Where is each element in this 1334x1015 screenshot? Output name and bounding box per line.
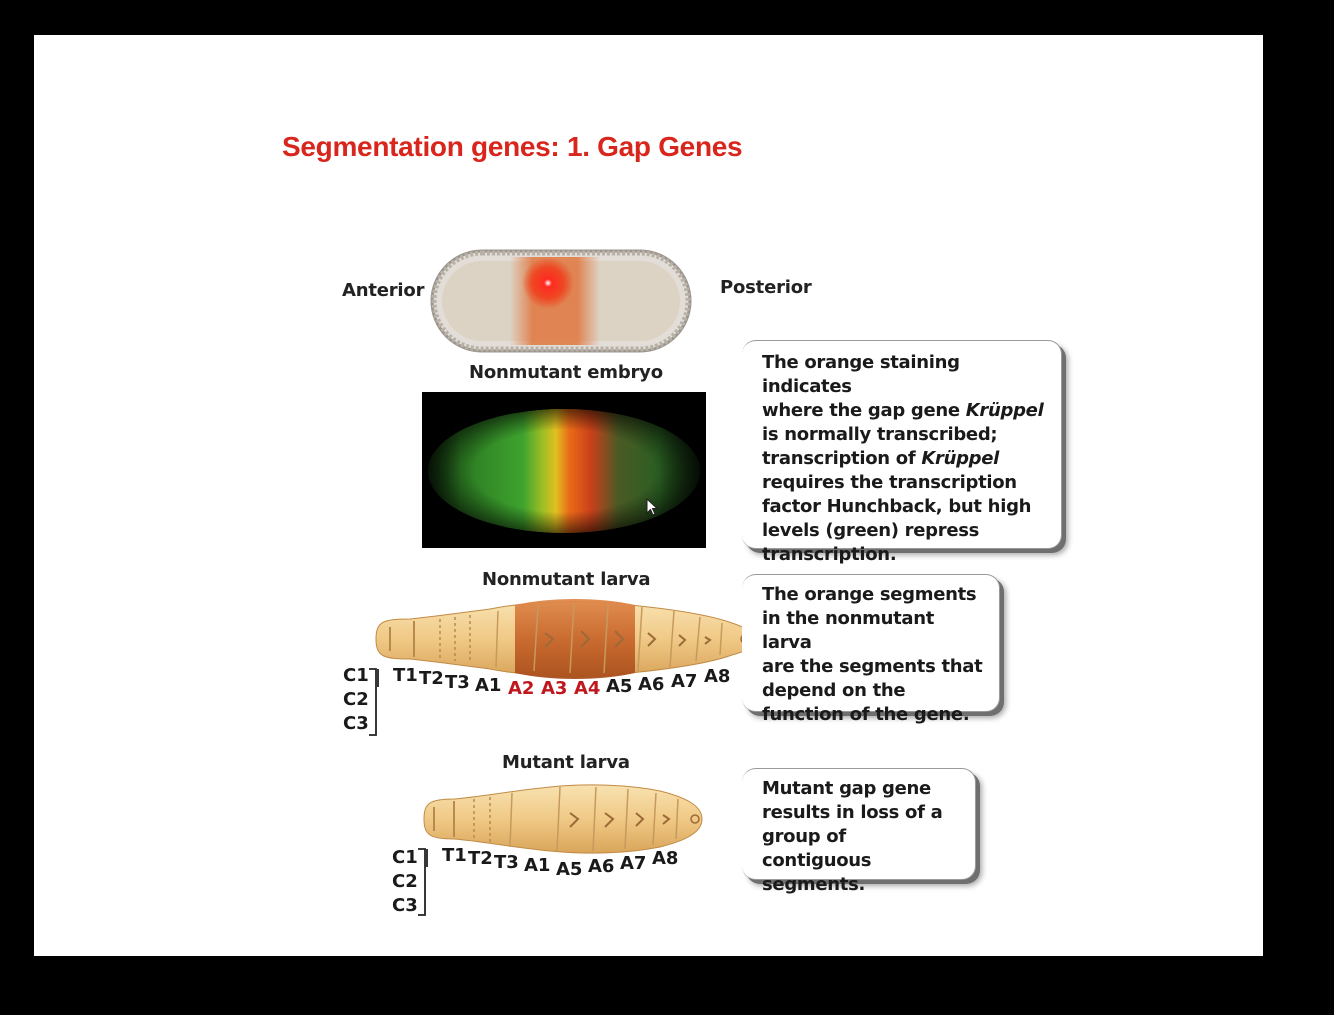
mutant-segment-t3: T3	[494, 852, 519, 873]
nonmutant-segment-a2: A2	[508, 678, 534, 699]
nonmutant-segment-a7: A7	[671, 671, 697, 692]
callout-2-line-2: in the nonmutant larva	[762, 607, 985, 655]
embryo-drawing	[430, 249, 692, 355]
anterior-label: Anterior	[342, 280, 424, 301]
mutant-segment-c1: C1	[392, 847, 418, 868]
callout-1-line-8: transcription.	[762, 543, 1047, 567]
nonmutant-segment-a4: A4	[574, 678, 600, 699]
nonmutant-embryo-image	[422, 392, 706, 548]
callout-2-line-4: depend on the	[762, 679, 985, 703]
mutant-segment-a6: A6	[588, 856, 614, 877]
mutant-segment-c2: C2	[392, 871, 418, 892]
nonmutant-segment-a5: A5	[606, 676, 632, 697]
callout-3-line-4: segments.	[762, 873, 961, 897]
callout-1-line-1: The orange staining indicates	[762, 351, 1047, 399]
nonmutant-segment-c1: C1	[343, 665, 369, 686]
callout-1-line-3: is normally transcribed;	[762, 423, 1047, 447]
nonmutant-head-bracket	[367, 667, 379, 737]
nonmutant-segment-a6: A6	[638, 674, 664, 695]
slide: Segmentation genes: 1. Gap Genes Anterio…	[34, 35, 1263, 956]
nonmutant-larva-label: Nonmutant larva	[482, 569, 650, 590]
slide-title: Segmentation genes: 1. Gap Genes	[282, 131, 742, 163]
callout-1-line-2: where the gap gene Krüppel	[762, 399, 1047, 423]
mutant-segment-a1: A1	[524, 855, 550, 876]
nonmutant-segment-a8: A8	[704, 666, 730, 687]
callout-kruppel-staining: The orange staining indicates where the …	[742, 340, 1062, 549]
nonmutant-embryo-label: Nonmutant embryo	[469, 362, 663, 383]
callout-2-line-5: function of the gene.	[762, 703, 985, 727]
nonmutant-segment-c2: C2	[343, 689, 369, 710]
mutant-segment-t1: T1	[442, 845, 467, 866]
callout-mutant-gap-gene: Mutant gap gene results in loss of a gro…	[742, 768, 976, 880]
callout-1-line-7: levels (green) repress	[762, 519, 1047, 543]
callout-2-line-1: The orange segments	[762, 583, 985, 607]
callout-1-line-4: transcription of Krüppel	[762, 447, 1047, 471]
mutant-segment-a8: A8	[652, 848, 678, 869]
mutant-segment-t2: T2	[468, 848, 493, 869]
mutant-larva-label: Mutant larva	[502, 752, 630, 773]
callout-1-line-6: factor Hunchback, but high	[762, 495, 1047, 519]
callout-orange-segments: The orange segments in the nonmutant lar…	[742, 574, 1000, 712]
nonmutant-segment-c3: C3	[343, 713, 369, 734]
mutant-head-bracket	[416, 847, 428, 917]
callout-3-line-3: group of contiguous	[762, 825, 961, 873]
nonmutant-segment-t1: T1	[393, 665, 418, 686]
mutant-segment-a7: A7	[620, 853, 646, 874]
nonmutant-segment-t3: T3	[445, 672, 470, 693]
mutant-segment-c3: C3	[392, 895, 418, 916]
nonmutant-segment-t2: T2	[419, 668, 444, 689]
callout-3-line-2: results in loss of a	[762, 801, 961, 825]
callout-1-line-5: requires the transcription	[762, 471, 1047, 495]
callout-2-line-3: are the segments that	[762, 655, 985, 679]
mutant-segment-a5: A5	[556, 859, 582, 880]
nonmutant-segment-a1: A1	[475, 675, 501, 696]
nonmutant-segment-a3: A3	[541, 678, 567, 699]
mouse-cursor-icon	[646, 498, 660, 518]
posterior-label: Posterior	[720, 277, 812, 298]
callout-3-line-1: Mutant gap gene	[762, 777, 961, 801]
